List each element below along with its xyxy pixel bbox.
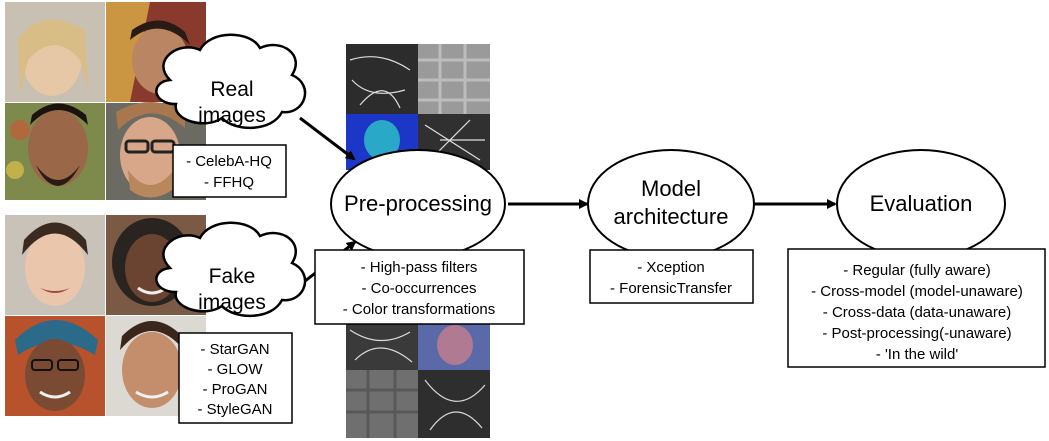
fake-dataset-item: - StyleGAN [197, 401, 272, 418]
evaluation-setting-item: - Post-processing(-unaware) [822, 325, 1011, 342]
model-item: - Xception [637, 259, 705, 276]
real-dataset-item: - CelebA-HQ [186, 153, 272, 170]
model-architecture-node: Model architecture [587, 149, 755, 259]
fake-dataset-item: - GLOW [208, 361, 264, 378]
fake-face-photo [5, 316, 105, 416]
model-item: - ForensicTransfer [610, 280, 732, 297]
fake-images-label-line2: images [198, 291, 266, 314]
fake-face-photo [5, 215, 105, 315]
filter-tile [346, 370, 418, 438]
arrow-real-to-preprocessing [299, 116, 356, 161]
model-title-line1: Model [641, 176, 701, 201]
fake-dataset-item: - ProGAN [202, 381, 267, 398]
fake-images-cloud: Fake images [155, 221, 307, 318]
fake-images-label-line1: Fake [209, 265, 256, 288]
real-images-cloud: Real images [155, 33, 307, 130]
model-title-line2: architecture [614, 204, 729, 229]
evaluation-setting-item: - Cross-data (data-unaware) [823, 304, 1011, 321]
evaluation-setting-item: - Regular (fully aware) [843, 262, 991, 279]
model-list-box: - Xception - ForensicTransfer [589, 249, 754, 304]
fake-dataset-item: - StarGAN [200, 341, 269, 358]
evaluation-setting-item: - Cross-model (model-unaware) [811, 283, 1023, 300]
real-images-label-line2: images [198, 104, 266, 127]
real-face-photo [5, 2, 105, 102]
evaluation-title: Evaluation [870, 191, 973, 216]
filter-tile [346, 320, 418, 370]
fake-face-grid [5, 215, 206, 416]
fake-datasets-box: - StarGAN - GLOW - ProGAN - StyleGAN [178, 332, 293, 424]
preprocessing-methods-box: - High-pass filters - Co-occurrences - C… [314, 249, 525, 325]
preprocessing-method-item: - Co-occurrences [361, 280, 476, 297]
preprocessing-method-item: - Color transformations [343, 301, 496, 318]
filter-tile [418, 370, 490, 438]
preprocessing-method-item: - High-pass filters [361, 259, 478, 276]
real-datasets-box: - CelebA-HQ - FFHQ [172, 144, 287, 198]
evaluation-setting-item: - 'In the wild' [876, 346, 959, 363]
evaluation-node: Evaluation [836, 149, 1006, 259]
preprocessing-node: Pre-processing [330, 149, 506, 259]
filter-tile [346, 44, 418, 114]
real-dataset-item: - FFHQ [204, 174, 254, 191]
evaluation-settings-box: - Regular (fully aware) - Cross-model (m… [787, 248, 1046, 368]
real-images-label-line1: Real [210, 78, 253, 101]
real-face-photo [5, 103, 105, 200]
preprocessing-title: Pre-processing [344, 191, 492, 216]
